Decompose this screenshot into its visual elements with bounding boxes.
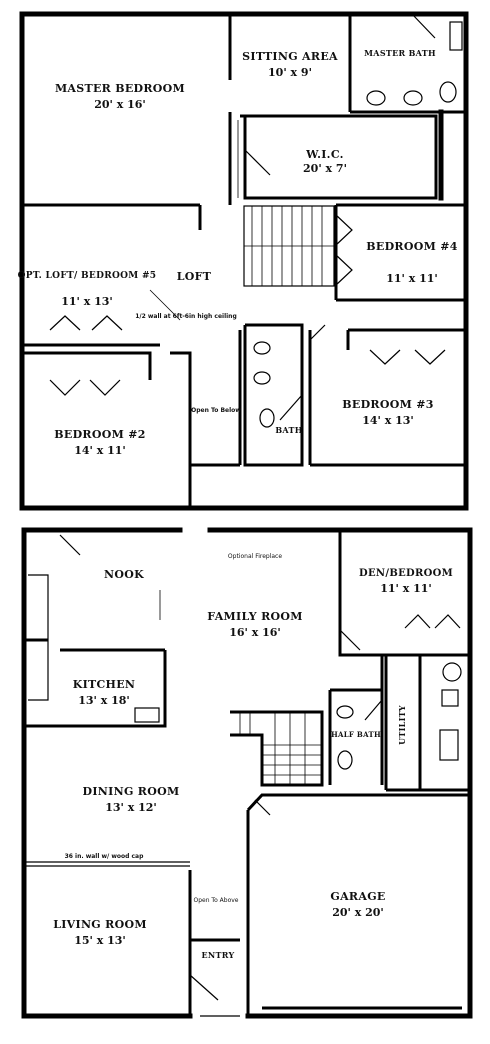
bedroom4-size: 11' x 11' xyxy=(386,272,438,285)
bedroom4-wall xyxy=(334,203,466,302)
half-bath-wall xyxy=(328,688,384,785)
sitting-bath-wall xyxy=(348,14,466,114)
bedroom2-closet-doors xyxy=(49,379,121,396)
kitchen-label: KITCHEN xyxy=(73,678,136,691)
opt-loft-size: 11' x 13' xyxy=(61,295,113,308)
loft-wall xyxy=(22,205,202,347)
den-bedroom-label: DEN/BEDROOM xyxy=(359,568,453,579)
wic-wall xyxy=(240,114,438,200)
bath-door-arc xyxy=(279,394,303,421)
entry-door-arc xyxy=(189,974,219,1001)
sitting-area-size: 10' x 9' xyxy=(268,66,312,79)
half-bath-label: HALF BATH xyxy=(331,730,381,739)
upper-outer-wall xyxy=(19,11,469,511)
den-wall xyxy=(338,530,470,690)
master-bedroom-size: 20' x 16' xyxy=(94,98,146,111)
sitting-area-label: SITTING AREA xyxy=(242,50,338,63)
sink-icon xyxy=(403,90,423,106)
upper-half-wall-note: 1/2 wall at 6ft-6in high ceiling xyxy=(135,313,237,320)
upper-stairs xyxy=(243,205,335,287)
wic-door-arc xyxy=(244,149,271,176)
kitchen-counter xyxy=(24,638,167,728)
toilet-icon xyxy=(259,408,275,428)
kitchen-cabinets xyxy=(28,574,49,701)
half-bath-door xyxy=(364,699,383,721)
dining-room-size: 13' x 12' xyxy=(105,801,157,814)
dining-room-label: DINING ROOM xyxy=(83,785,180,798)
nook-label: NOOK xyxy=(104,568,144,581)
bedroom3-size: 14' x 13' xyxy=(362,414,414,427)
sink-icon xyxy=(336,705,354,719)
bedroom2-label: BEDROOM #2 xyxy=(54,428,145,441)
toilet-icon xyxy=(337,750,353,770)
water-heater-icon xyxy=(439,729,459,761)
garage-size: 20' x 20' xyxy=(332,906,384,919)
garage-wall xyxy=(246,793,470,1016)
bedroom2-wall xyxy=(22,351,192,508)
nook-bay xyxy=(59,534,81,556)
garage-door-entry xyxy=(254,799,271,816)
master-bedroom-wall xyxy=(22,14,232,207)
main-stairs xyxy=(230,710,324,787)
bath-door-arc xyxy=(411,13,436,39)
sink-icon xyxy=(366,90,386,106)
bedroom3-closet-doors xyxy=(369,349,446,365)
sink-icon xyxy=(253,341,271,355)
living-room-size: 15' x 13' xyxy=(74,934,126,947)
wic-label: W.I.C. xyxy=(305,148,344,161)
bath-fixture xyxy=(449,21,463,51)
half-wall-line xyxy=(149,289,181,321)
washer-icon xyxy=(442,662,462,682)
toilet-icon xyxy=(439,81,457,103)
den-bedroom-size: 11' x 11' xyxy=(380,582,432,595)
range-icon xyxy=(134,707,160,723)
open-to-below-label: Open To Below xyxy=(191,407,241,414)
entry-wall xyxy=(188,870,240,1016)
loft-label: LOFT xyxy=(177,270,212,283)
sink-icon xyxy=(253,371,271,385)
kitchen-size: 13' x 18' xyxy=(78,694,130,707)
dryer-icon xyxy=(441,689,459,707)
wic-size: 20' x 7' xyxy=(303,162,347,175)
master-bath-label: MASTER BATH xyxy=(364,48,436,58)
closet-doors xyxy=(335,214,353,286)
bedroom2-size: 14' x 11' xyxy=(74,444,126,457)
bedroom3-label: BEDROOM #3 xyxy=(342,398,433,411)
optional-fireplace-label: Optional Fireplace xyxy=(228,553,282,560)
bedroom3-wall xyxy=(308,328,466,467)
master-bedroom-label: MASTER BEDROOM xyxy=(55,82,185,95)
main-half-wall-note: 36 in. wall w/ wood cap xyxy=(65,853,145,860)
family-room-label: FAMILY ROOM xyxy=(207,610,303,623)
bedroom4-label: BEDROOM #4 xyxy=(366,240,457,253)
garage-label: GARAGE xyxy=(330,890,385,903)
open-to-above-label: Open To Above xyxy=(194,897,239,904)
den-door xyxy=(339,629,361,651)
family-room-size: 16' x 16' xyxy=(229,626,281,639)
opt-loft-label: OPT. LOFT/ BEDROOM #5 xyxy=(18,271,157,281)
hall-wall xyxy=(190,330,242,467)
upper-floor: MASTER BEDROOM 20' x 16' SITTING AREA 10… xyxy=(18,11,469,511)
utility-wall xyxy=(384,655,470,792)
bedroom3-door xyxy=(309,324,326,341)
utility-label: UTILITY xyxy=(397,705,407,745)
main-floor: NOOK FAMILY ROOM 16' x 16' Optional Fire… xyxy=(21,527,473,1019)
upper-bath-label: BATH xyxy=(275,425,302,435)
living-room-label: LIVING ROOM xyxy=(53,918,147,931)
upper-bath-wall xyxy=(243,323,304,467)
den-closet-doors xyxy=(404,614,461,629)
loft-closet-doors xyxy=(49,315,123,331)
entry-label: ENTRY xyxy=(202,950,235,960)
